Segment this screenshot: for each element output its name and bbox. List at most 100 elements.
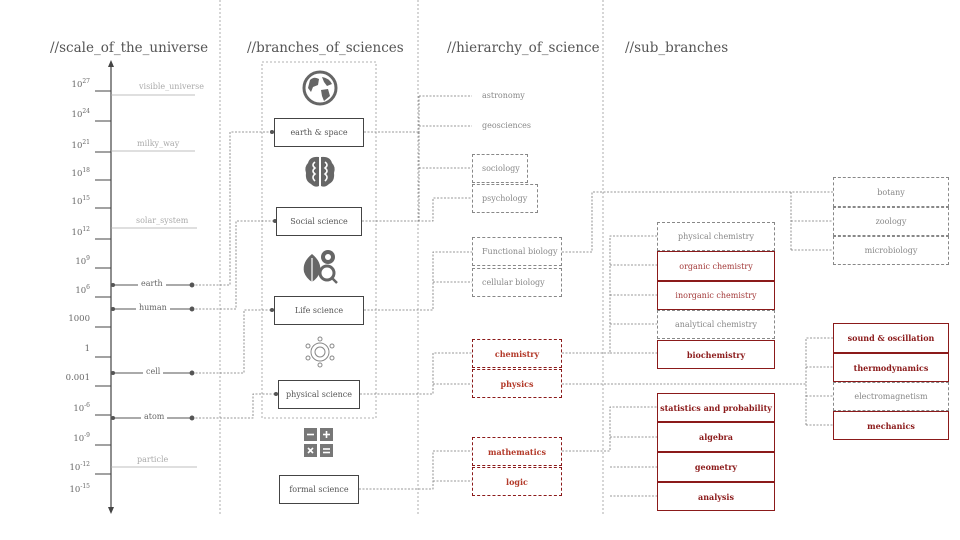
branch-physical-science[interactable]: physical science: [278, 380, 360, 409]
hierarchy-physics[interactable]: physics: [472, 369, 562, 398]
leaf-microscope-icon: [303, 250, 338, 284]
tick-label: 10-6: [40, 402, 90, 414]
link-earth: [192, 131, 274, 286]
link-physical: [360, 352, 472, 395]
tick-base: 10: [71, 196, 83, 207]
sub-electromagnetism[interactable]: electromagnetism: [833, 382, 949, 411]
tick-base: 0.001: [65, 373, 90, 383]
tick-label: 1021: [40, 139, 90, 151]
sub-inorganic-chemistry[interactable]: inorganic chemistry: [657, 281, 775, 310]
branch-earth-space[interactable]: earth & space: [274, 118, 364, 147]
hierarchy-astronomy[interactable]: astronomy: [482, 91, 525, 100]
sub-physical-chemistry[interactable]: physical chemistry: [657, 222, 775, 251]
link-social: [362, 132, 472, 222]
hierarchy-mathematics[interactable]: mathematics: [472, 437, 562, 466]
tick-base: 10: [71, 79, 83, 90]
level-label: visible_universe: [139, 82, 204, 91]
sub-analysis[interactable]: analysis: [657, 482, 775, 511]
hierarchy-logic[interactable]: logic: [472, 467, 562, 496]
tick-label: 106: [40, 284, 90, 296]
tick-exponent: -9: [84, 432, 90, 439]
sub-biochemistry[interactable]: biochemistry: [657, 340, 775, 369]
tick-base: 10: [71, 227, 83, 238]
tick-label: 10-12: [40, 461, 91, 473]
marker-label: human: [136, 303, 170, 312]
network-icon: [305, 336, 335, 368]
tick-exponent: 27: [82, 78, 90, 85]
header-sub-branches: //sub_branches: [625, 40, 729, 56]
sub-mechanics[interactable]: mechanics: [833, 411, 949, 440]
marker-label: cell: [143, 367, 164, 376]
tick-base: 10: [71, 109, 83, 120]
tick-exponent: 15: [82, 195, 90, 202]
tick-base: 10: [73, 403, 85, 414]
marker-label: earth: [138, 279, 166, 288]
tick-label: 0.001: [40, 373, 90, 383]
axis-arrow-down: [108, 507, 114, 514]
tick-exponent: 9: [86, 255, 90, 262]
brain-icon: [305, 156, 335, 187]
sub-thermodynamics[interactable]: thermodynamics: [833, 353, 949, 382]
tick-base: 10: [69, 462, 81, 473]
link-life: [364, 251, 472, 311]
hierarchy-sociology[interactable]: sociology: [472, 154, 528, 183]
hierarchy-cellular-biology[interactable]: cellular biology: [472, 268, 562, 297]
sub-geometry[interactable]: geometry: [657, 452, 775, 482]
link-human: [192, 220, 276, 310]
link-formal: [359, 450, 472, 490]
tick-exponent: 18: [82, 167, 90, 174]
tick-label: 10-9: [40, 432, 90, 444]
tick-label: 1015: [40, 195, 90, 207]
link-atom: [192, 393, 278, 419]
calculator-icon: [304, 428, 333, 457]
tick-label: 1027: [40, 78, 90, 90]
axis-arrow-up: [108, 60, 114, 67]
sub-microbiology[interactable]: microbiology: [833, 236, 949, 265]
branches-frame: [261, 61, 377, 419]
link-mathematics: [562, 406, 657, 497]
header-branches: //branches_of_sciences: [247, 40, 404, 56]
hierarchy-chemistry[interactable]: chemistry: [472, 339, 562, 368]
link-chemistry: [562, 235, 657, 354]
sub-botany[interactable]: botany: [833, 177, 949, 207]
tick-base: 10: [73, 433, 85, 444]
header-hierarchy: //hierarchy_of_science: [447, 40, 600, 56]
sub-algebra[interactable]: algebra: [657, 422, 775, 452]
tick-label: 109: [40, 255, 90, 267]
sub-zoology[interactable]: zoology: [833, 207, 949, 236]
tick-base: 1: [84, 344, 90, 354]
sub-statistics-probability[interactable]: statistics and probability: [657, 393, 775, 422]
tick-base: 10: [75, 285, 87, 296]
marker-label: atom: [141, 412, 168, 421]
tick-label: 1024: [40, 108, 90, 120]
header-scale: //scale_of_the_universe: [50, 40, 209, 56]
tick-base: 10: [75, 256, 87, 267]
hierarchy-psychology[interactable]: psychology: [472, 184, 538, 213]
globe-icon: [302, 70, 338, 106]
tick-label: 10-15: [40, 483, 91, 495]
level-label: solar_system: [136, 216, 189, 225]
link-cell: [192, 309, 274, 374]
link-earth-space: [364, 95, 472, 133]
tick-exponent: -15: [80, 483, 90, 490]
hierarchy-geosciences[interactable]: geosciences: [482, 121, 532, 130]
link-physics: [562, 337, 833, 426]
tick-exponent: -6: [84, 402, 90, 409]
tick-base: 10: [69, 484, 81, 495]
hierarchy-functional-biology[interactable]: Functional biology: [472, 237, 562, 266]
tick-base: 1000: [68, 314, 90, 324]
branch-life-science[interactable]: Life science: [274, 296, 364, 325]
branch-social-science[interactable]: Social science: [276, 207, 362, 236]
tick-label: 1012: [40, 226, 90, 238]
tick-exponent: 6: [86, 284, 90, 291]
sub-organic-chemistry[interactable]: organic chemistry: [657, 251, 775, 281]
tick-exponent: 21: [82, 139, 90, 146]
sub-analytical-chemistry[interactable]: analytical chemistry: [657, 310, 775, 339]
branch-formal-science[interactable]: formal science: [279, 475, 359, 504]
tick-label: 1: [40, 344, 90, 354]
tick-base: 10: [71, 168, 83, 179]
tick-exponent: 24: [82, 108, 90, 115]
tick-exponent: -12: [80, 461, 90, 468]
level-label: particle: [137, 455, 169, 464]
sub-sound-oscillation[interactable]: sound & oscillation: [833, 323, 949, 353]
